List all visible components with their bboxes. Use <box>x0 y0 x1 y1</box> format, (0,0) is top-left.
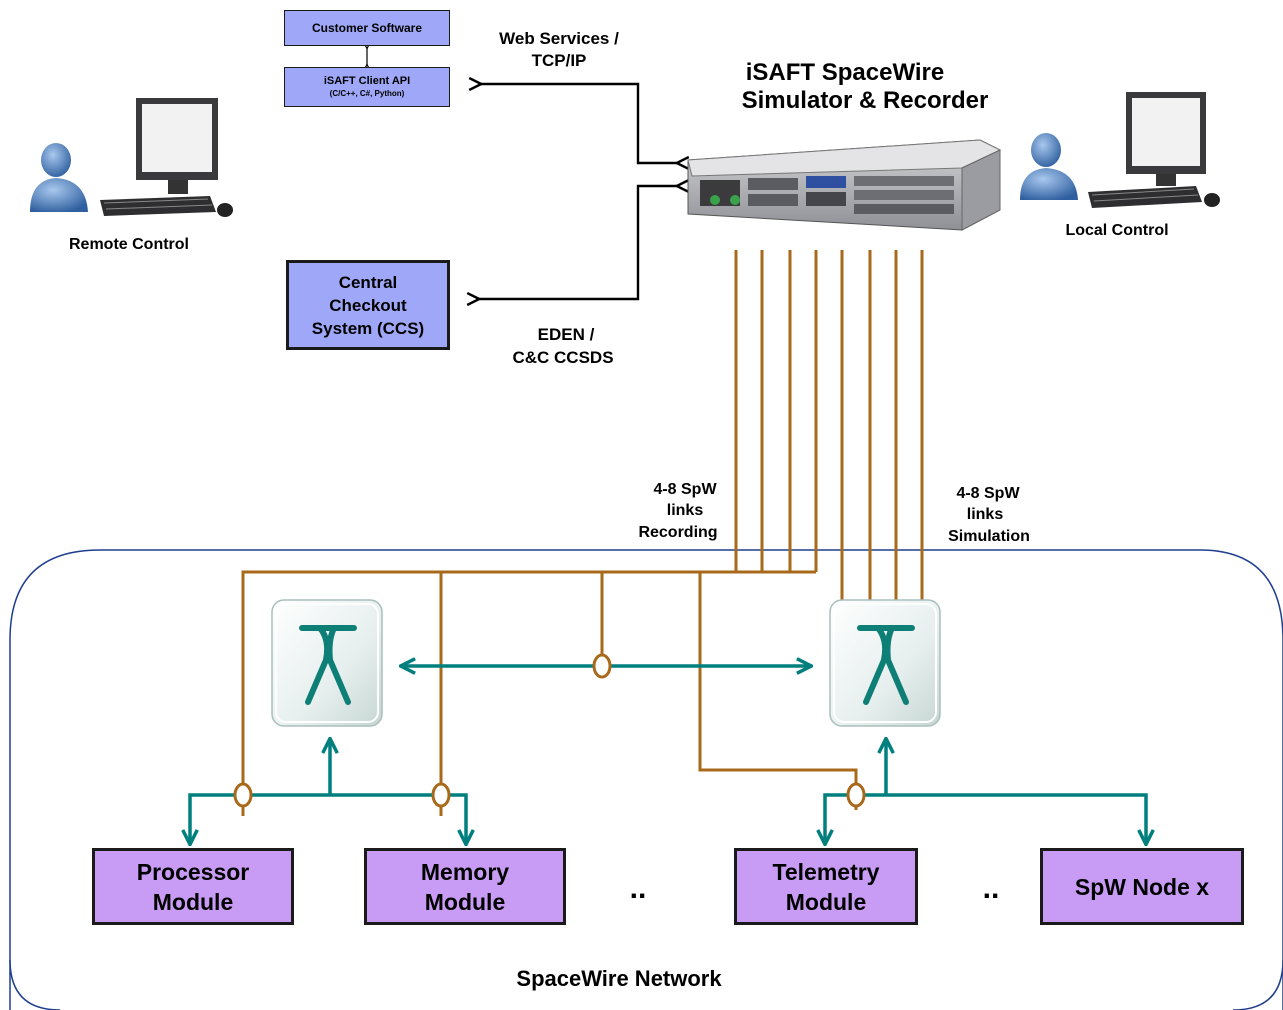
ccs-label: Central <box>338 272 398 292</box>
memory-module-label: Module <box>424 888 506 915</box>
web-services-label: TCP/IP <box>532 51 587 70</box>
web-services-label: Web Services / <box>499 29 619 48</box>
processor-module-label: Module <box>152 888 234 915</box>
customer-software-box: Customer Software <box>284 10 450 46</box>
simulation-links-label: links <box>967 506 1004 523</box>
probe-ring-telemetry <box>846 782 866 808</box>
spw-links <box>190 666 1146 843</box>
spw-node-x-box: SpW Node x <box>1040 848 1244 925</box>
client-api-title: iSAFT Client API <box>323 75 411 87</box>
ellipsis-label: .. <box>983 872 1000 905</box>
device-title: iSAFT SpaceWire <box>746 59 945 86</box>
local-control-label: Local Control <box>1065 222 1168 239</box>
device-title: Simulator & Recorder <box>742 87 989 114</box>
probe-ring-processor <box>233 782 253 808</box>
network-boundary <box>9 549 1283 1010</box>
eden-label: EDEN / <box>538 325 595 344</box>
probe-ring-memory <box>431 782 451 808</box>
telemetry-module-label: Module <box>785 888 867 915</box>
eden-label: C&C CCSDS <box>512 348 613 367</box>
ccs-arrow <box>478 186 678 299</box>
memory-module-box: Memory Module <box>364 848 566 925</box>
spacewire-router-icon <box>271 599 383 727</box>
spw-node-x-label: SpW Node x <box>1074 873 1210 900</box>
probe-rings <box>233 653 866 808</box>
processor-module-box: Processor Module <box>92 848 294 925</box>
isaft-device-icon <box>687 139 1002 231</box>
simulation-links-label: Simulation <box>948 528 1030 545</box>
customer-software-label: Customer Software <box>311 21 423 35</box>
probe-ring-router-link <box>592 653 612 679</box>
network-label: SpaceWire Network <box>516 966 722 991</box>
simulation-links <box>840 250 924 600</box>
network-boundary-corner-left <box>9 959 61 1010</box>
ccs-label: Checkout <box>329 295 407 315</box>
client-api-subtitle: (C/C++, C#, Python) <box>329 89 405 98</box>
simulation-links-label: 4-8 SpW <box>956 485 1020 502</box>
remote-control-workstation-icon <box>30 98 233 217</box>
ccs-box: Central Checkout System (CCS) <box>286 260 450 350</box>
ccs-label: System (CCS) <box>311 318 425 338</box>
network-boundary-corner-right <box>1232 959 1283 1010</box>
recording-links-label: Recording <box>638 524 717 541</box>
recording-links-label: 4-8 SpW <box>653 481 717 498</box>
web-services-arrow <box>480 84 678 163</box>
memory-module-label: Memory <box>420 858 510 885</box>
processor-module-label: Processor <box>136 858 250 885</box>
spacewire-router-icon <box>829 599 941 727</box>
remote-control-label: Remote Control <box>69 236 189 253</box>
local-control-workstation-icon <box>1020 92 1220 208</box>
telemetry-module-label: Telemetry <box>772 858 880 885</box>
client-api-box: iSAFT Client API (C/C++, C#, Python) <box>284 67 450 107</box>
ellipsis-label: .. <box>630 872 647 905</box>
recording-links-label: links <box>667 502 704 519</box>
telemetry-module-box: Telemetry Module <box>734 848 918 925</box>
